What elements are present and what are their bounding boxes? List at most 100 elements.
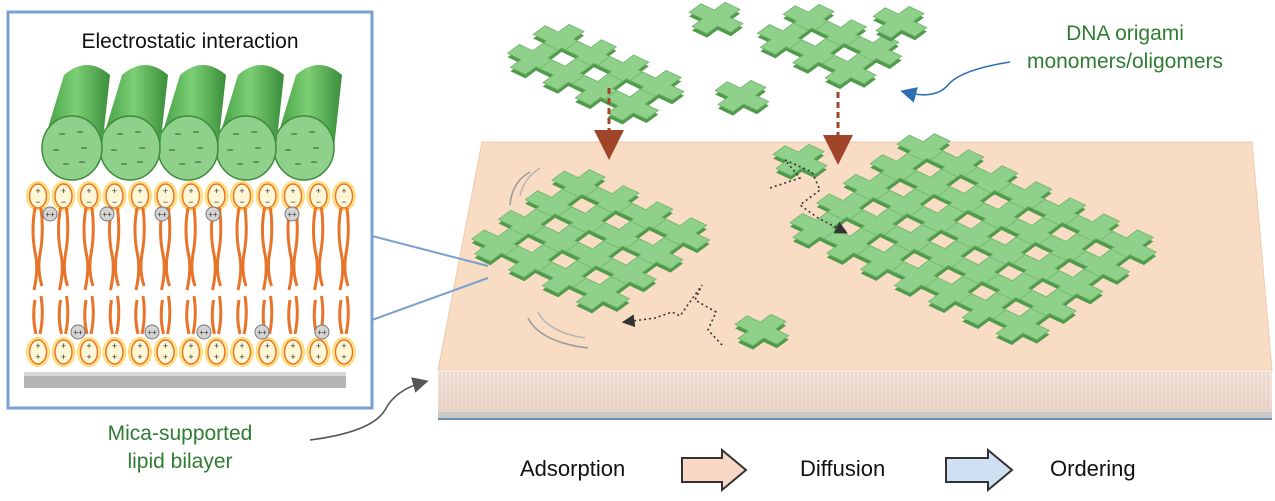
minus-sign: − [137, 197, 142, 207]
dna-label-line2: monomers/oligomers [1026, 50, 1224, 73]
plus-sign: + [265, 186, 270, 196]
membrane-side [438, 370, 1272, 412]
inset-panel: −−−−−−−−−−−−−−−−−−−−−−−−−−−−−− +−+++−+++… [6, 10, 374, 410]
plus-sign: + [112, 352, 117, 362]
lipid-tail [57, 299, 63, 335]
minus-sign: − [112, 197, 117, 207]
plus-sign: + [137, 186, 142, 196]
minus-sign: − [136, 155, 143, 169]
inset-mica-highlight [24, 372, 346, 376]
minus-sign: − [290, 127, 297, 141]
floating-oligomer-right [756, 3, 903, 90]
lipid-tail [312, 207, 319, 291]
plus-sign: + [239, 352, 244, 362]
lipid-tail [83, 299, 89, 335]
minus-sign: − [196, 141, 203, 155]
lipid-bilayer: +−+++−+++−+++−+++−+++−+++−+++−+++−+++−++… [26, 181, 356, 367]
plus-sign: + [316, 186, 321, 196]
minus-sign: − [312, 141, 319, 155]
dna-cylinder: −−−−−− [99, 65, 168, 181]
lipid-tail [190, 207, 197, 287]
lipid-head-bottom [309, 339, 328, 365]
lipid-tail [344, 295, 350, 335]
minus-sign: − [52, 143, 59, 157]
origami-top [872, 5, 928, 39]
lipid-tail [184, 207, 192, 291]
lipid-head-top [79, 183, 99, 209]
minus-sign: − [188, 197, 193, 207]
cation-sphere [196, 324, 212, 340]
lipid-tail [217, 295, 223, 335]
lipid-tail [38, 295, 44, 335]
cylinder-face [41, 115, 103, 181]
lipid-tail [113, 207, 121, 287]
lipid-tail [287, 299, 293, 335]
lipid-tail [293, 295, 299, 335]
lipid-tail [261, 207, 268, 291]
lipid-head-bottom [334, 339, 354, 365]
cation-charge: ++ [147, 328, 157, 337]
cation-charge: ++ [73, 328, 83, 337]
cation-sphere [205, 206, 221, 222]
diffusion-block-arrow [945, 447, 1014, 493]
lipid-head-top [54, 183, 73, 209]
plus-sign: + [86, 352, 91, 362]
origami-layer [470, 1, 1158, 350]
lipid-tail [134, 299, 140, 335]
cation-charge: ++ [157, 210, 167, 219]
plus-sign: + [214, 186, 219, 196]
dna-label-line1: DNA origami [1066, 22, 1184, 45]
minus-sign: − [58, 127, 65, 141]
plus-sign: + [188, 186, 193, 196]
minus-sign: − [138, 141, 145, 155]
lipid-tail [115, 295, 121, 335]
plus-sign: + [265, 352, 270, 362]
cation-sphere [99, 206, 115, 222]
lipid-tail [166, 295, 172, 335]
floating-oligomer-left [506, 23, 685, 125]
minus-sign: − [194, 155, 201, 169]
lipid-tail [235, 207, 243, 291]
dna-cylinder: −−−−−− [157, 65, 226, 181]
minus-sign: − [35, 197, 40, 207]
mica-bilayer-label: Mica-supported lipid bilayer [70, 420, 290, 476]
lipid-tail [185, 299, 191, 335]
lipid-tail [191, 295, 197, 335]
minus-sign: − [86, 197, 91, 207]
lipid-tail [32, 299, 38, 335]
inset-title: Electrostatic interaction [81, 30, 299, 53]
plus-sign: + [341, 186, 346, 196]
plus-sign: + [61, 341, 66, 351]
lipid-tail [82, 207, 90, 291]
minus-sign: − [284, 143, 291, 157]
lipid-head-top [181, 183, 201, 209]
lipid-tail [241, 207, 248, 287]
minus-sign: − [178, 157, 185, 171]
lipid-head-bottom [28, 339, 48, 365]
minus-sign: − [236, 157, 243, 171]
dna-origami-label: DNA origami monomers/oligomers [1000, 20, 1250, 76]
lipid-tail [266, 207, 274, 287]
mica-label-line2: lipid bilayer [127, 450, 233, 473]
plus-sign: + [163, 186, 168, 196]
minus-sign: − [116, 127, 123, 141]
lipid-head-bottom [258, 339, 277, 365]
lipid-tail [286, 207, 294, 291]
lipid-tail [108, 299, 114, 335]
lipid-head-bottom [79, 339, 99, 365]
cation-charge: ++ [199, 328, 209, 337]
plus-sign: + [341, 352, 346, 362]
lipid-tail [343, 207, 350, 287]
plus-sign: + [290, 352, 295, 362]
minus-sign: − [110, 143, 117, 157]
minus-sign: − [252, 155, 259, 169]
mica-base-line [438, 418, 1272, 420]
plus-sign: + [341, 341, 346, 351]
plus-sign: + [61, 186, 66, 196]
cation-sphere [42, 206, 58, 222]
plus-sign: + [112, 186, 117, 196]
lipid-tail [292, 207, 299, 287]
step-ordering: Ordering [1050, 456, 1136, 481]
